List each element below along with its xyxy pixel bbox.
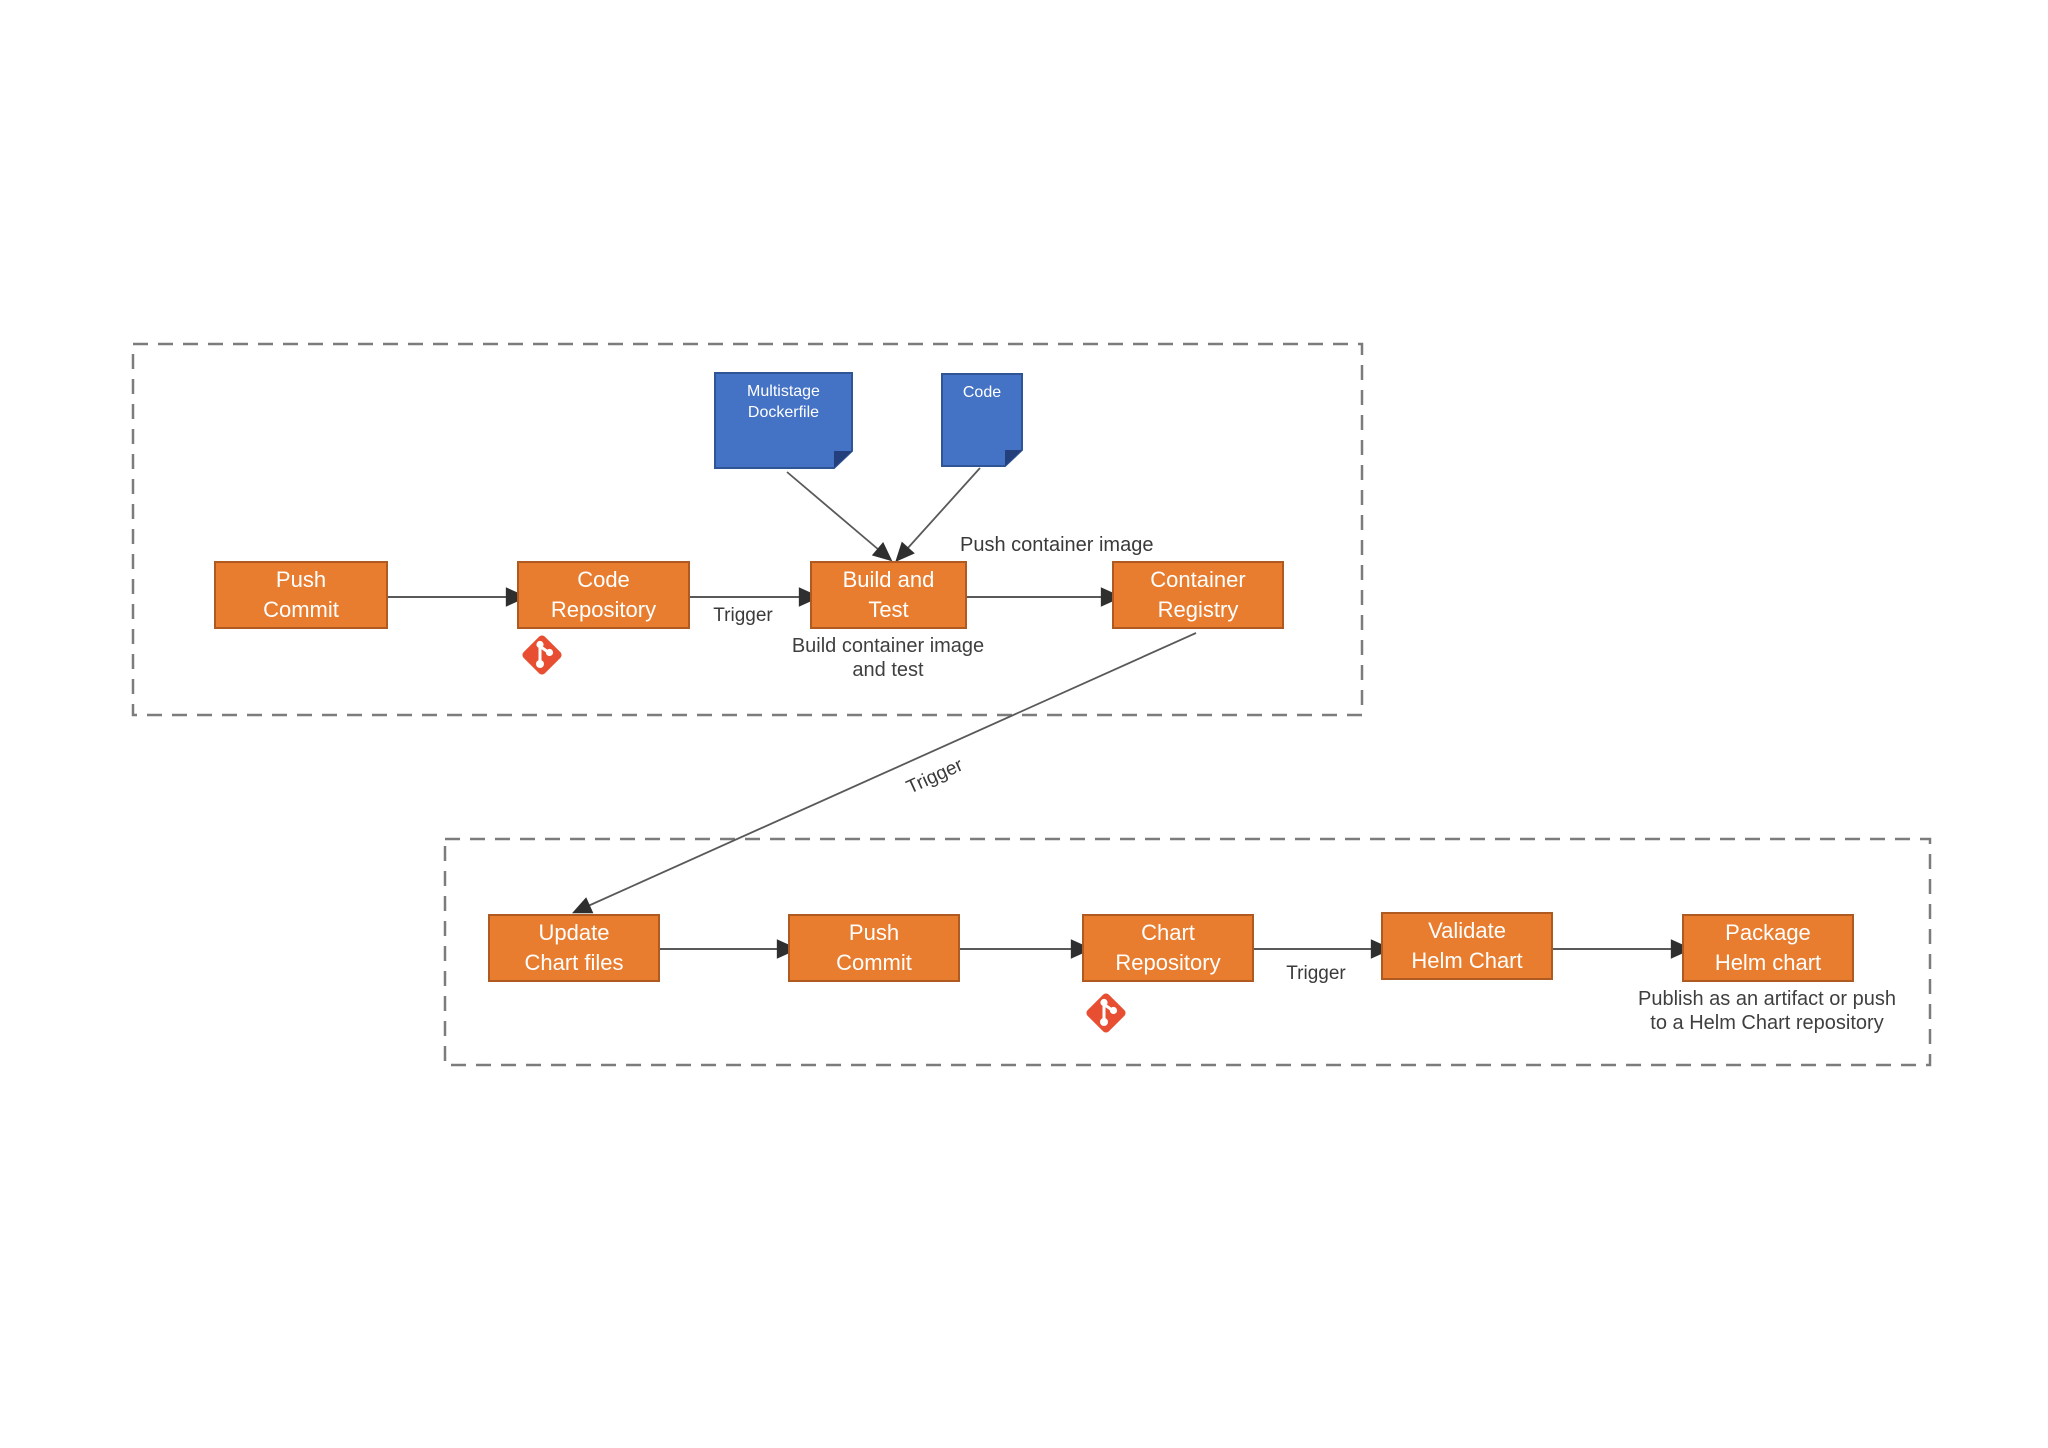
git-icon <box>1086 993 1126 1033</box>
edge-label-trigger-2: Trigger <box>1286 963 1346 984</box>
edge-code-buildtest <box>895 467 981 563</box>
node-code-repository: Code Repository <box>517 561 690 629</box>
group-helm-stage <box>443 837 1932 1067</box>
edge-dockerfile-buildtest <box>786 471 893 562</box>
node-update-chart-files: Update Chart files <box>488 914 660 982</box>
edge-label-push-container-image: Push container image <box>960 534 1154 556</box>
note-label: Code <box>962 384 1002 401</box>
node-package-helm-chart: Package Helm chart <box>1682 914 1854 982</box>
note-label: Multistage Dockerfile <box>747 383 820 421</box>
node-build-and-test: Build and Test <box>810 561 967 629</box>
caption-build-container-image: Build container image and test <box>791 635 985 681</box>
node-chart-repository: Chart Repository <box>1082 914 1254 982</box>
group-build-stage <box>131 342 1364 717</box>
note-shape <box>941 373 1023 467</box>
node-container-registry: Container Registry <box>1112 561 1284 629</box>
git-icon <box>522 635 562 675</box>
edge-label-trigger-1: Trigger <box>713 605 773 626</box>
note-multistage-dockerfile: Multistage Dockerfile <box>714 372 853 469</box>
note-shape <box>714 372 853 469</box>
node-validate-helm-chart: Validate Helm Chart <box>1381 912 1553 980</box>
caption-publish-artifact: Publish as an artifact or push to a Helm… <box>1638 988 1896 1034</box>
node-push-commit-2: Push Commit <box>788 914 960 982</box>
note-code: Code <box>941 373 1023 467</box>
edge-containerregistry-updatechartfiles <box>571 632 1197 914</box>
node-push-commit-1: Push Commit <box>214 561 388 629</box>
